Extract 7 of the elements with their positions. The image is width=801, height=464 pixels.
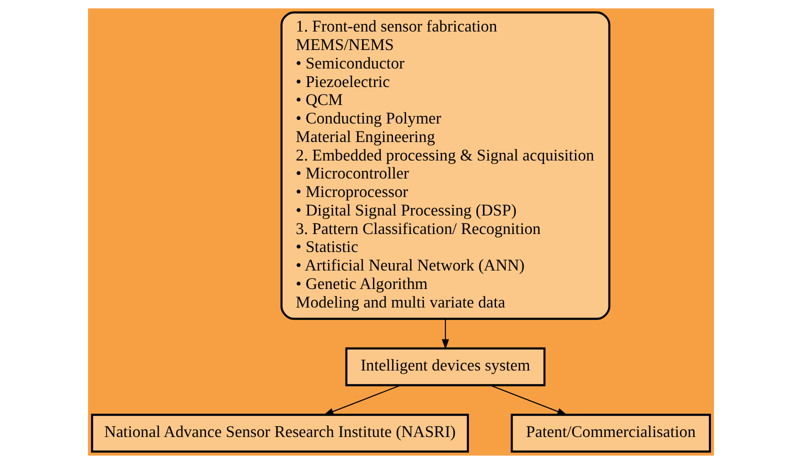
node-box: National Advance Sensor Research Institute (NASRI) [90,414,468,453]
node-box: 1. Front-end sensor fabrication MEMS/NEMS • Semiconductor • Piezoelectric • QCM • Conducting Polymer Material Engineering 2. Embedded processing & Signal acquisition • Microcontroller • Microprocessor • Digital Signal Processing (DSP) 3. Pattern Classification/ Recognition • Statistic • Artificial Neural Network (ANN) • Genetic Algorithm Modeling and multi variate data [280,11,610,320]
arrow [490,384,567,416]
arrow [322,384,400,416]
node-box: Patent/Commercialisation [510,414,710,453]
arrow [441,319,448,350]
node-box: Intelligent devices system [344,347,545,386]
